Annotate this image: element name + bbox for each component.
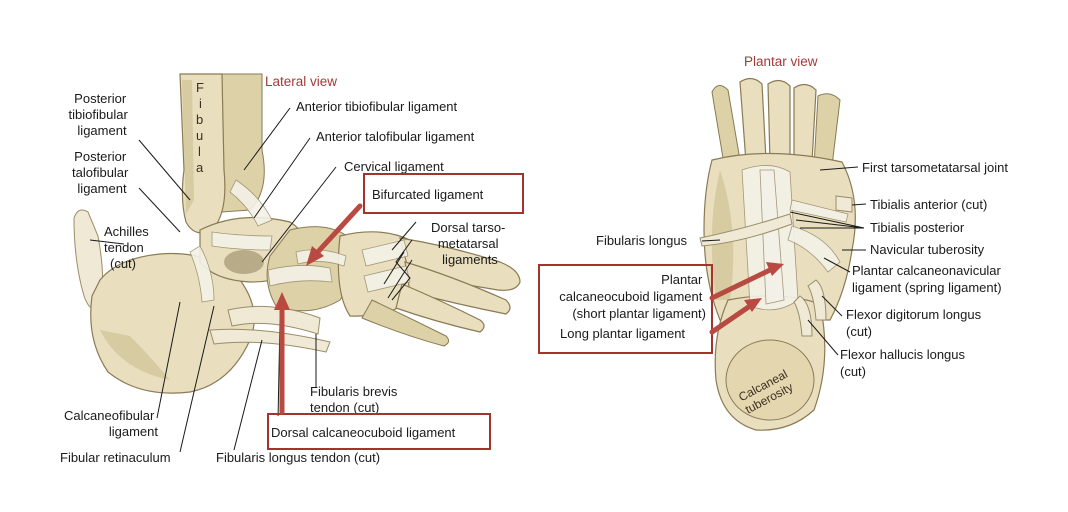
label-cervical-ligament: Cervical ligament <box>344 159 444 174</box>
fibula-letter: F <box>196 80 204 95</box>
lateral-view-illustration: F i b u l a <box>73 73 521 394</box>
fibula-letter: b <box>196 112 203 127</box>
plantar-view-title: Plantar view <box>744 54 818 69</box>
label-long-plantar-ligament: Long plantar ligament <box>560 326 685 341</box>
bifurcated-ligament-highlight-box <box>363 173 524 214</box>
label-tibialis-anterior: Tibialis anterior (cut) <box>870 197 987 212</box>
label-tibialis-posterior: Tibialis posterior <box>870 220 965 235</box>
fibula-letter: u <box>196 128 203 143</box>
label-posterior-tibiofibular-ligament: Posterior tibiofibular ligament <box>69 91 132 138</box>
fibula-letter: l <box>198 144 201 159</box>
label-fibularis-brevis-tendon: Fibularis brevis tendon (cut) <box>310 384 401 415</box>
label-anterior-talofibular-ligament: Anterior talofibular ligament <box>316 129 475 144</box>
dorsal-calcaneocuboid-highlight-box <box>267 413 491 450</box>
label-plantar-calcaneocuboid-ligament: Plantar calcaneocuboid ligament (short p… <box>559 272 706 321</box>
plantar-calcaneocuboid-arrow <box>709 262 784 301</box>
label-first-tarsometatarsal-joint: First tarsometatarsal joint <box>862 160 1008 175</box>
label-navicular-tuberosity: Navicular tuberosity <box>870 242 985 257</box>
label-fibularis-longus: Fibularis longus <box>596 233 688 248</box>
label-fibularis-longus-tendon: Fibularis longus tendon (cut) <box>216 450 380 465</box>
label-bifurcated-ligament: Bifurcated ligament <box>372 187 484 202</box>
label-flexor-digitorum-longus: Flexor digitorum longus (cut) <box>846 307 985 339</box>
label-calcaneofibular-ligament: Calcaneofibular ligament <box>64 408 158 439</box>
label-posterior-talofibular-ligament: Posterior talofibular ligament <box>72 149 132 196</box>
label-dorsal-calcaneocuboid-ligament: Dorsal calcaneocuboid ligament <box>271 425 456 440</box>
label-achilles-tendon: Achilles tendon (cut) <box>104 224 152 271</box>
box-background <box>270 416 488 447</box>
plantar-leader-lines <box>701 166 867 356</box>
label-fibular-retinaculum: Fibular retinaculum <box>60 450 171 465</box>
fibula-letter: i <box>199 96 202 111</box>
dorsal-calcaneocuboid-arrow <box>274 292 290 415</box>
lateral-view-title: Lateral view <box>265 74 337 89</box>
label-dorsal-tarsometatarsal-ligaments: Dorsal tarso- metatarsal ligaments <box>431 220 509 267</box>
plantar-ligaments-highlight-box <box>538 264 713 354</box>
plantar-view-illustration: Calcaneal tuberosity <box>699 77 856 431</box>
long-plantar-ligament-arrow <box>709 298 762 335</box>
label-spring-ligament: Plantar calcaneonavicular ligament (spri… <box>852 263 1005 295</box>
label-flexor-hallucis-longus: Flexor hallucis longus (cut) <box>840 347 969 379</box>
bifurcated-ligament-arrow <box>306 203 363 266</box>
fibula-letter: a <box>196 160 204 175</box>
label-anterior-tibiofibular-ligament: Anterior tibiofibular ligament <box>296 99 458 114</box>
